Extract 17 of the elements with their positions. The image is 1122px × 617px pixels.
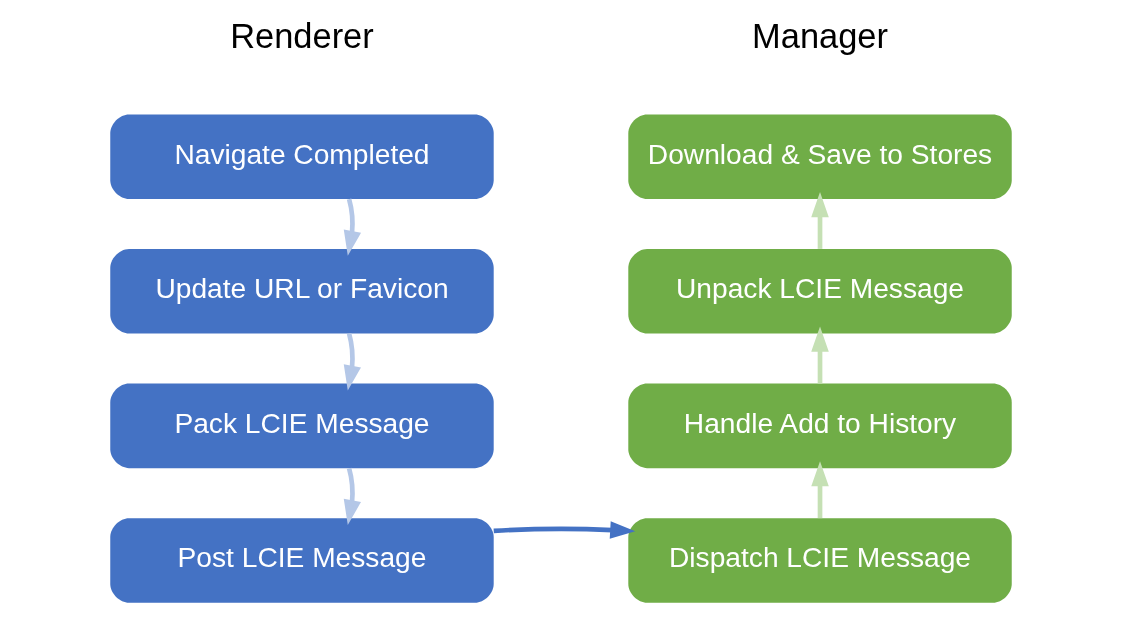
arrow: [811, 461, 829, 519]
arrow: [493, 521, 636, 539]
node-box: Navigate Completed: [110, 114, 494, 199]
arrow: [343, 333, 362, 391]
arrow: [343, 198, 362, 256]
node-box: Dispatch LCIE Message: [628, 518, 1012, 603]
node-box: Update URL or Favicon: [110, 249, 494, 334]
node-box: Download & Save to Stores: [628, 114, 1012, 199]
node-box: Unpack LCIE Message: [628, 249, 1012, 334]
arrow: [343, 467, 362, 526]
arrow: [811, 326, 829, 384]
label: Manager: [752, 17, 888, 56]
label: Renderer: [230, 17, 374, 56]
node-box: Handle Add to History: [628, 383, 1012, 469]
node-box: Pack LCIE Message: [110, 383, 494, 469]
node-box: Post LCIE Message: [110, 518, 494, 603]
arrow: [811, 192, 829, 249]
